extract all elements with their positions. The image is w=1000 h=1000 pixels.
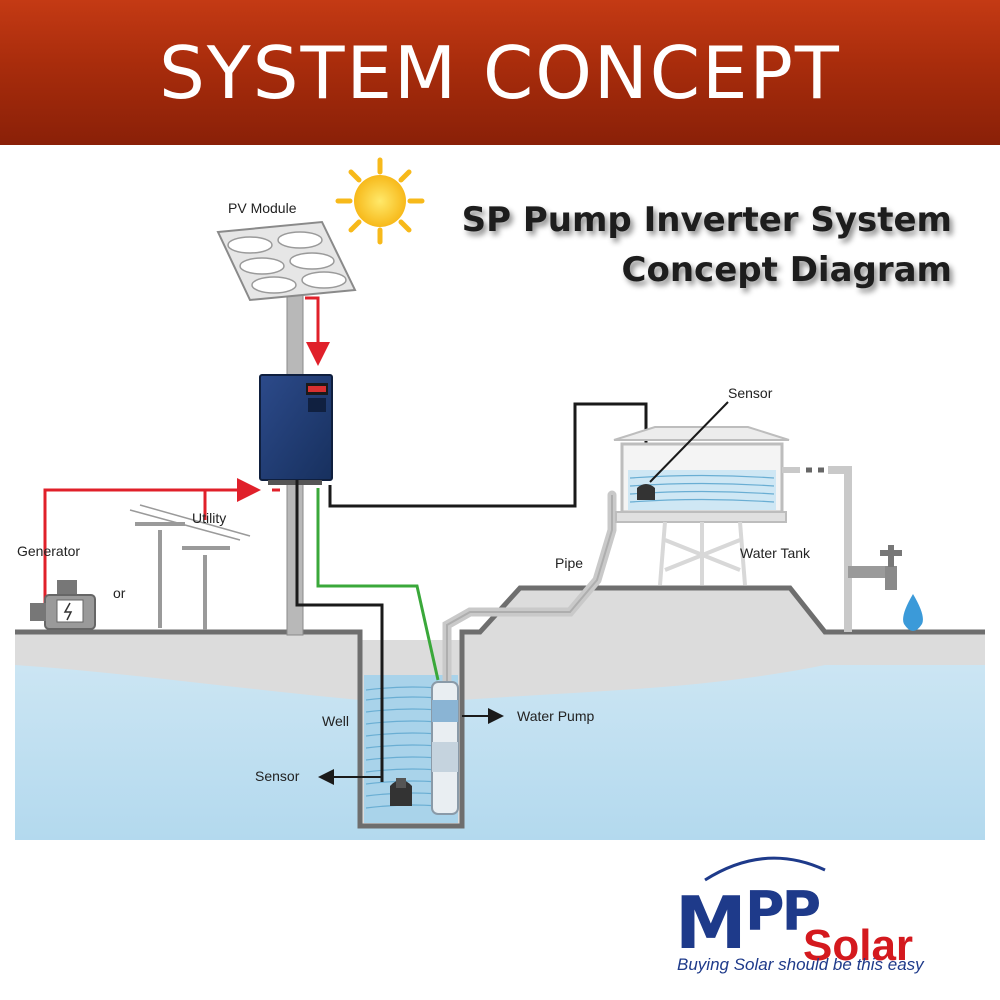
brand-tagline: Buying Solar should be this easy <box>677 955 924 974</box>
submersible-water-pump <box>431 681 459 815</box>
svg-text:Solar: Solar <box>803 921 913 970</box>
pump-inverter-unit <box>259 374 333 485</box>
pump-power-line <box>316 488 440 681</box>
utility-poles-icon <box>129 504 251 630</box>
well-sensor-label: Sensor <box>255 768 300 784</box>
generator-icon <box>30 580 96 630</box>
ground-outline <box>15 585 985 829</box>
tank-sensor-label: Sensor <box>728 385 773 401</box>
or-label: or <box>113 585 126 601</box>
header-banner: SYSTEM CONCEPT <box>0 0 1000 145</box>
banner-title: SYSTEM CONCEPT <box>159 30 841 115</box>
well-sensor-device <box>390 778 412 806</box>
tank-sensor-device <box>637 484 655 500</box>
power-lines <box>43 296 330 612</box>
signal-lines <box>295 402 648 782</box>
diagram-title-line-1: SP Pump Inverter System <box>461 200 952 240</box>
pipe-label: Pipe <box>555 555 583 571</box>
utility-label: Utility <box>192 510 226 526</box>
sun-icon <box>335 157 425 245</box>
generator-label: Generator <box>17 543 80 559</box>
well-label: Well <box>322 713 349 729</box>
water-tank-label: Water Tank <box>740 545 811 561</box>
label-pointers <box>318 401 729 785</box>
water-tank-structure <box>613 426 790 586</box>
pv-module-label: PV Module <box>228 200 297 216</box>
water-tap-icon <box>848 545 923 631</box>
diagram-title-line-2: Concept Diagram <box>621 250 952 290</box>
mpp-solar-logo: M PP Solar <box>675 856 913 970</box>
svg-text:PP: PP <box>745 880 820 943</box>
svg-text:M: M <box>675 881 743 965</box>
diagram-title: SP Pump Inverter System Concept Diagram <box>462 195 952 295</box>
ground-surface <box>15 588 985 826</box>
pv-module-panel <box>216 220 357 302</box>
ground-section <box>15 585 985 840</box>
water-pump-label: Water Pump <box>517 708 594 724</box>
